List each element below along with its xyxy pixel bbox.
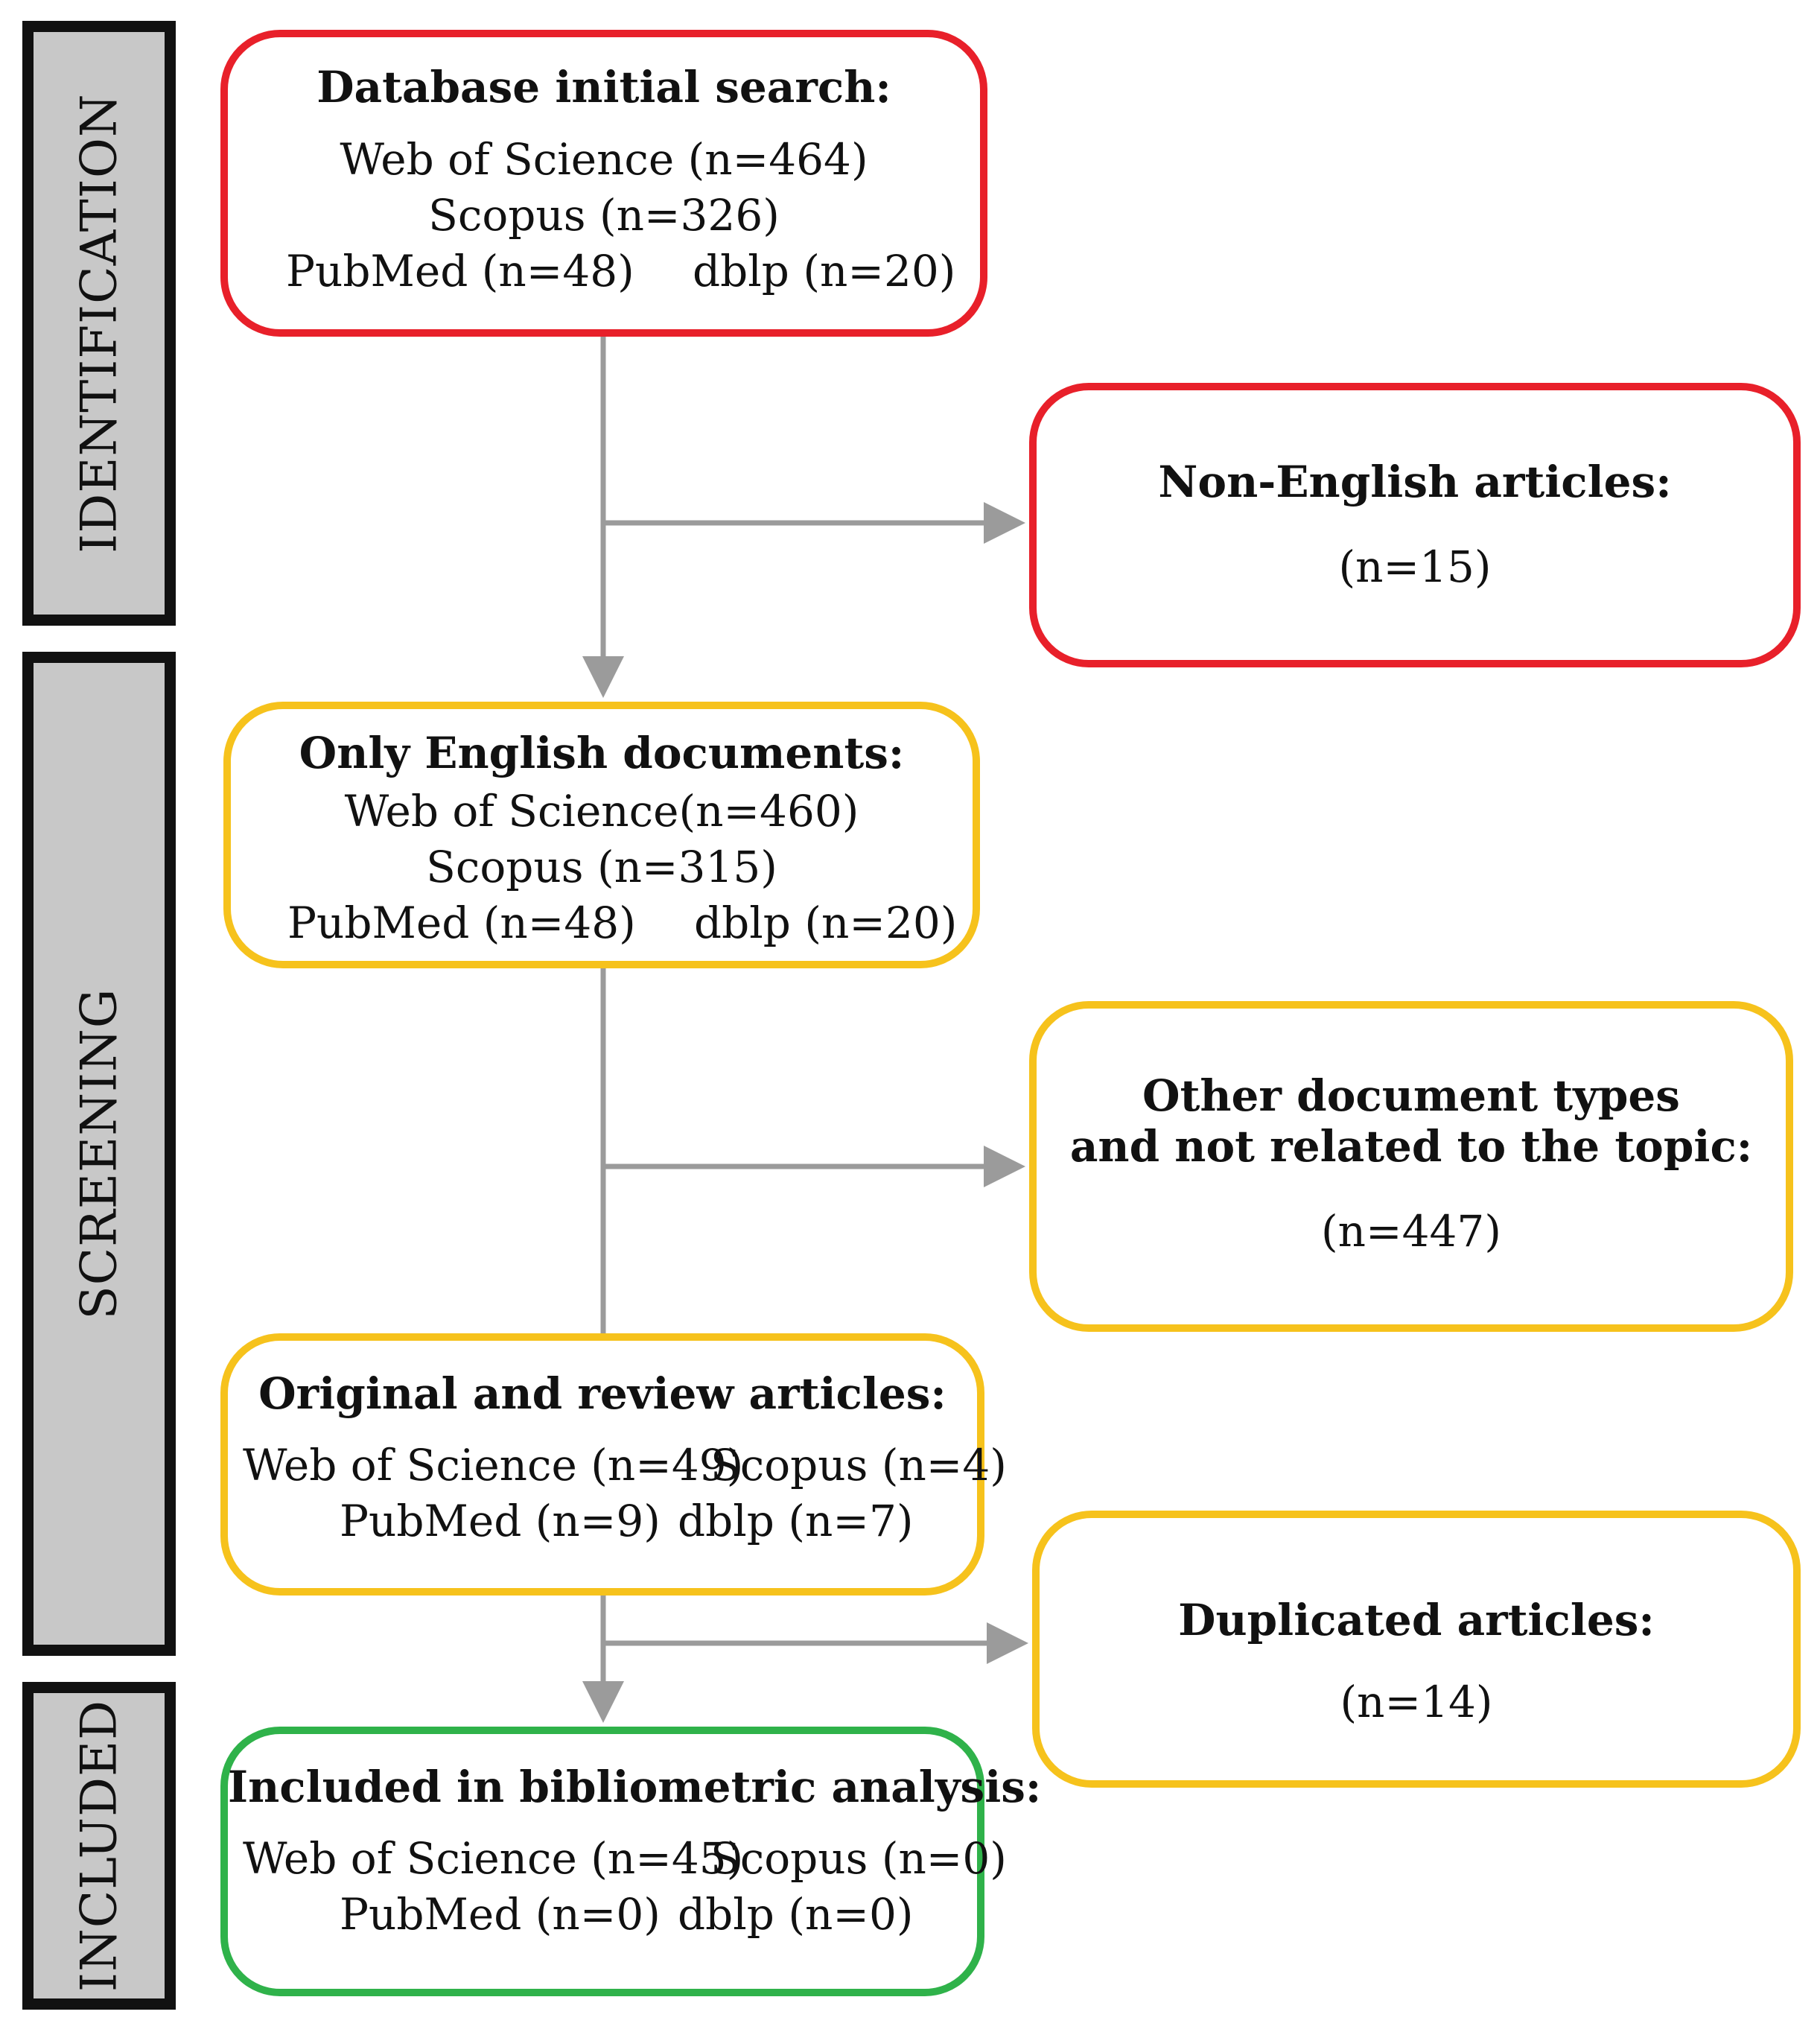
original-wos-count: Web of Science (n=49) bbox=[243, 1440, 744, 1490]
initial-search-title: Database initial search: bbox=[316, 62, 891, 112]
other-types-count: (n=447) bbox=[1321, 1206, 1501, 1257]
duplicated-count: (n=14) bbox=[1340, 1677, 1493, 1727]
original-scopus-count: Scopus (n=4) bbox=[710, 1440, 1007, 1490]
english-wos-count: Web of Science(n=460) bbox=[231, 790, 973, 833]
original-pubmed-count: PubMed (n=9) bbox=[340, 1496, 661, 1546]
stage-included-label: INCLUDED bbox=[70, 1699, 128, 1993]
included-dblp-count: dblp (n=0) bbox=[678, 1889, 914, 1940]
stage-screening: SCREENING bbox=[22, 652, 176, 1656]
box-non-english: Non-English articles: (n=15) bbox=[1029, 383, 1801, 667]
included-scopus-count: Scopus (n=0) bbox=[710, 1833, 1007, 1884]
initial-pubmed-count: PubMed (n=48) bbox=[286, 246, 634, 296]
stage-screening-label: SCREENING bbox=[70, 988, 128, 1320]
original-dblp-count: dblp (n=7) bbox=[678, 1496, 914, 1546]
stage-included: INCLUDED bbox=[22, 1682, 176, 2010]
english-pubmed-count: PubMed (n=48) bbox=[287, 898, 636, 948]
other-types-title-2: and not related to the topic: bbox=[1069, 1121, 1753, 1172]
english-wos-value: (n=460) bbox=[678, 786, 859, 836]
non-english-title: Non-English articles: bbox=[1158, 457, 1672, 507]
initial-wos-count: Web of Science (n=464) bbox=[340, 134, 868, 185]
box-duplicated: Duplicated articles: (n=14) bbox=[1032, 1511, 1801, 1788]
english-dblp-count: dblp (n=20) bbox=[694, 898, 958, 948]
english-title: Only English documents: bbox=[299, 728, 905, 778]
box-initial-search: Database initial search: Web of Science … bbox=[220, 30, 987, 337]
stage-identification-label: IDENTIFICATION bbox=[70, 93, 128, 553]
included-pubmed-count: PubMed (n=0) bbox=[340, 1889, 661, 1940]
box-original-review: Original and review articles: Web of Sci… bbox=[220, 1333, 1007, 1596]
other-types-title-1: Other document types bbox=[1142, 1070, 1680, 1121]
english-wos-label: Web of Science bbox=[344, 786, 679, 836]
stage-identification: IDENTIFICATION bbox=[22, 21, 176, 626]
box-only-english: Only English documents: Web of Science(n… bbox=[223, 702, 980, 968]
duplicated-title: Duplicated articles: bbox=[1178, 1595, 1655, 1645]
included-wos-count: Web of Science (n=45) bbox=[243, 1833, 744, 1884]
non-english-count: (n=15) bbox=[1338, 542, 1492, 592]
initial-dblp-count: dblp (n=20) bbox=[693, 246, 956, 296]
english-scopus-count: Scopus (n=315) bbox=[426, 842, 777, 892]
box-other-document-types: Other document types and not related to … bbox=[1029, 1001, 1793, 1332]
included-title: Included in bibliometric analysis: bbox=[228, 1762, 1042, 1812]
original-title: Original and review articles: bbox=[258, 1368, 946, 1419]
initial-scopus-count: Scopus (n=326) bbox=[428, 190, 780, 241]
box-included-analysis: Included in bibliometric analysis: Web o… bbox=[220, 1727, 1042, 1996]
